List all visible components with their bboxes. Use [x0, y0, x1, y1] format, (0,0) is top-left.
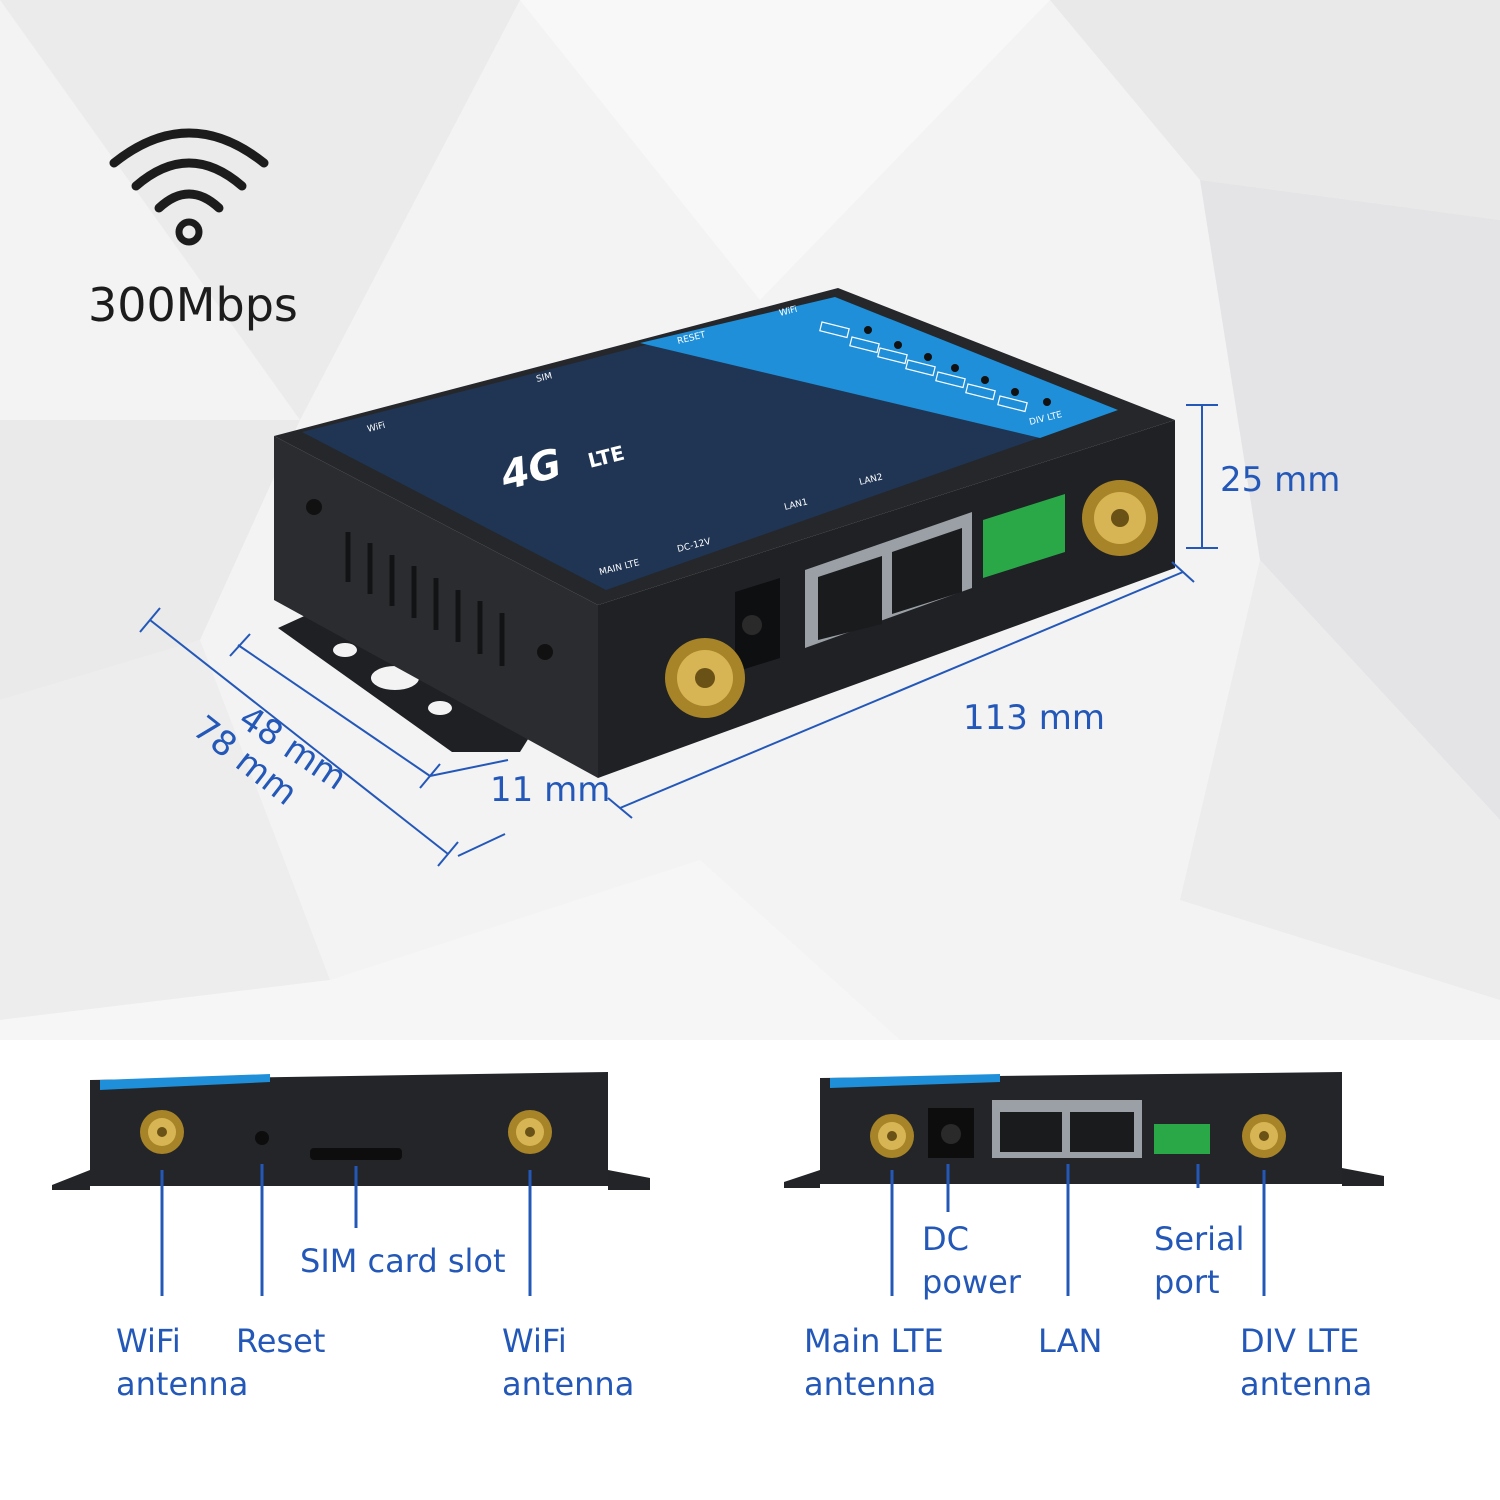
- sma-connector-main-lte: [870, 1114, 914, 1158]
- wifi-icon: [109, 128, 269, 246]
- svg-text:SIM: SIM: [535, 371, 553, 385]
- label-sim-card-slot: SIM card slot: [300, 1242, 506, 1280]
- label-lan: LAN: [1038, 1322, 1103, 1360]
- wifi-speed-label: 300Mbps: [88, 278, 298, 332]
- router-side-view-sim: [52, 1072, 650, 1296]
- router-front-view-ports: [784, 1072, 1384, 1296]
- sma-connector-right: [508, 1110, 552, 1154]
- svg-text:WiFi: WiFi: [366, 421, 386, 435]
- reset-hole: [255, 1131, 269, 1145]
- height-dimension: 25 mm: [1220, 460, 1341, 500]
- svg-text:WiFi: WiFi: [778, 305, 798, 319]
- router-main-view: 4G LTE WiFi SIM RESET WiFi DIV LTE LAN1 …: [139, 288, 1218, 867]
- sma-connector-left: [140, 1110, 184, 1154]
- serial-terminal: [1154, 1124, 1210, 1154]
- sma-connector-front: [665, 638, 745, 718]
- sma-connector-div-lte: [1242, 1114, 1286, 1158]
- length-dimension: 113 mm: [963, 698, 1105, 738]
- sim-slot: [310, 1148, 402, 1160]
- sma-connector-side: [1082, 480, 1158, 556]
- bracket-dimension: 11 mm: [490, 770, 611, 810]
- label-reset: Reset: [236, 1322, 326, 1360]
